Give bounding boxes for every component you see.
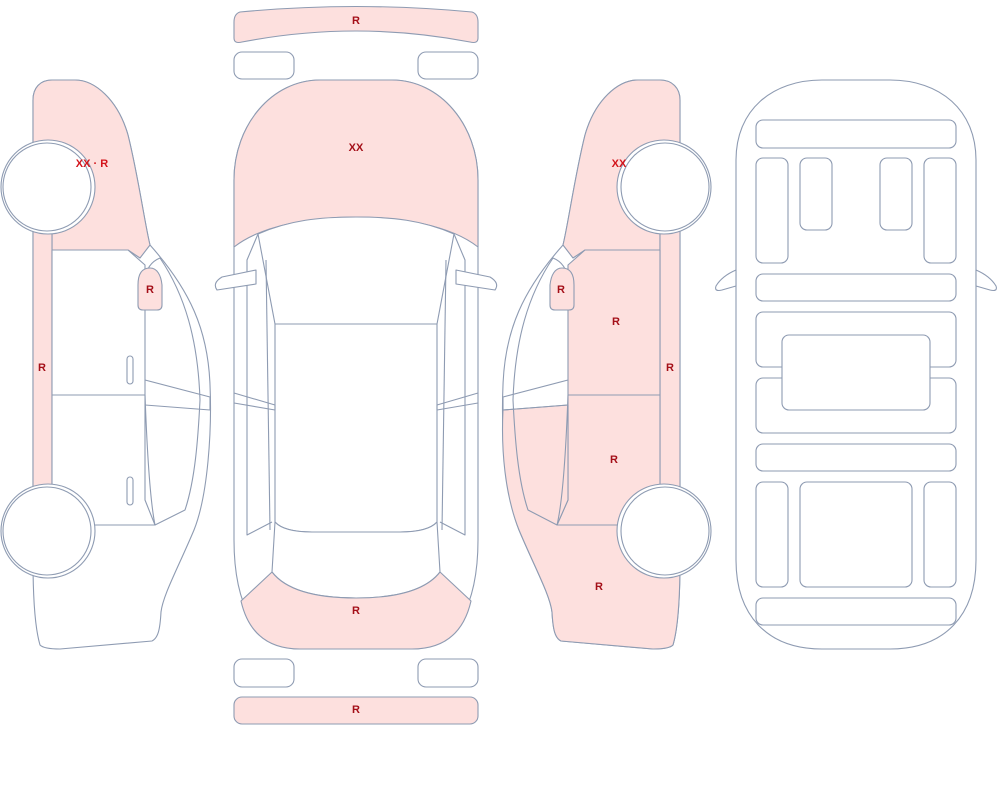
top-right-mirror[interactable] (455, 269, 498, 291)
top-left-mirror[interactable] (214, 269, 257, 291)
left-rear-wheel (2, 486, 92, 576)
top-left-pillar (233, 392, 276, 411)
top-right-inner-line (441, 259, 447, 531)
center-bar-rear (755, 443, 957, 472)
rear-bumper-strip[interactable] (233, 696, 479, 725)
left-b-pillar (144, 379, 211, 411)
top-left-inner-line (265, 259, 271, 531)
damage-labels: R XX R R XX · R R R XX R R R R R (38, 15, 674, 716)
top-left-side-line (246, 233, 273, 536)
label-right-rear-door: R (610, 454, 618, 466)
rear-bench (799, 481, 913, 588)
trunk-floor (755, 597, 957, 626)
right-front-wheel (620, 142, 710, 232)
left-rear-door-handle[interactable] (126, 476, 134, 506)
left-front-door-handle[interactable] (126, 355, 134, 385)
label-right-mirror: R (557, 284, 565, 296)
underbody-view (715, 79, 997, 650)
roof (274, 323, 438, 533)
right-rear-window-frame (512, 257, 569, 526)
label-top-bumper: R (352, 15, 360, 27)
right-rocker-panel[interactable] (659, 227, 681, 491)
front-right-headlight (417, 51, 479, 80)
front-left-headlight (233, 51, 295, 80)
label-left-mirror: R (146, 284, 154, 296)
top-view (214, 5, 498, 725)
top-right-pillar (436, 392, 479, 411)
trunk-lid[interactable] (240, 571, 472, 650)
label-left-front-fender: XX · R (76, 158, 108, 170)
left-rocker-panel[interactable] (32, 227, 53, 491)
rear-right-taillight (417, 658, 479, 688)
center-bar-front (755, 273, 957, 302)
rear-window (271, 521, 441, 599)
rear-right-seat-side (923, 481, 957, 588)
front-right-seat-side (923, 157, 957, 264)
center-console (781, 334, 931, 411)
windshield (257, 216, 455, 325)
label-trunk: R (352, 605, 360, 617)
front-left-seat (799, 157, 833, 231)
underbody-right-mirror (975, 269, 997, 292)
label-left-rocker: R (38, 362, 46, 374)
label-rear-bumper: R (352, 704, 360, 716)
right-mirror[interactable] (549, 267, 575, 311)
label-right-front-door: R (612, 316, 620, 328)
label-right-rear-quarter: R (595, 581, 603, 593)
underbody-left-mirror (715, 269, 737, 292)
left-rear-window-frame (144, 257, 201, 526)
right-b-pillar (502, 379, 569, 411)
rear-left-seat-side (755, 481, 789, 588)
label-right-rocker: R (666, 362, 674, 374)
label-hood: XX (349, 142, 364, 154)
label-right-front-fender: XX (612, 158, 627, 170)
dash-panel (755, 119, 957, 149)
left-front-door[interactable] (51, 249, 146, 396)
right-rear-wheel (620, 486, 710, 576)
right-rear-quarter-panel[interactable] (501, 404, 681, 650)
top-right-side-line (439, 233, 466, 536)
left-front-wheel (2, 142, 92, 232)
rear-left-taillight (233, 658, 295, 688)
left-side-view (0, 79, 212, 650)
front-right-seat (879, 157, 913, 231)
left-mirror[interactable] (137, 267, 163, 311)
front-bumper-strip[interactable] (233, 5, 479, 44)
right-side-view (501, 79, 712, 650)
front-left-seat-side (755, 157, 789, 264)
